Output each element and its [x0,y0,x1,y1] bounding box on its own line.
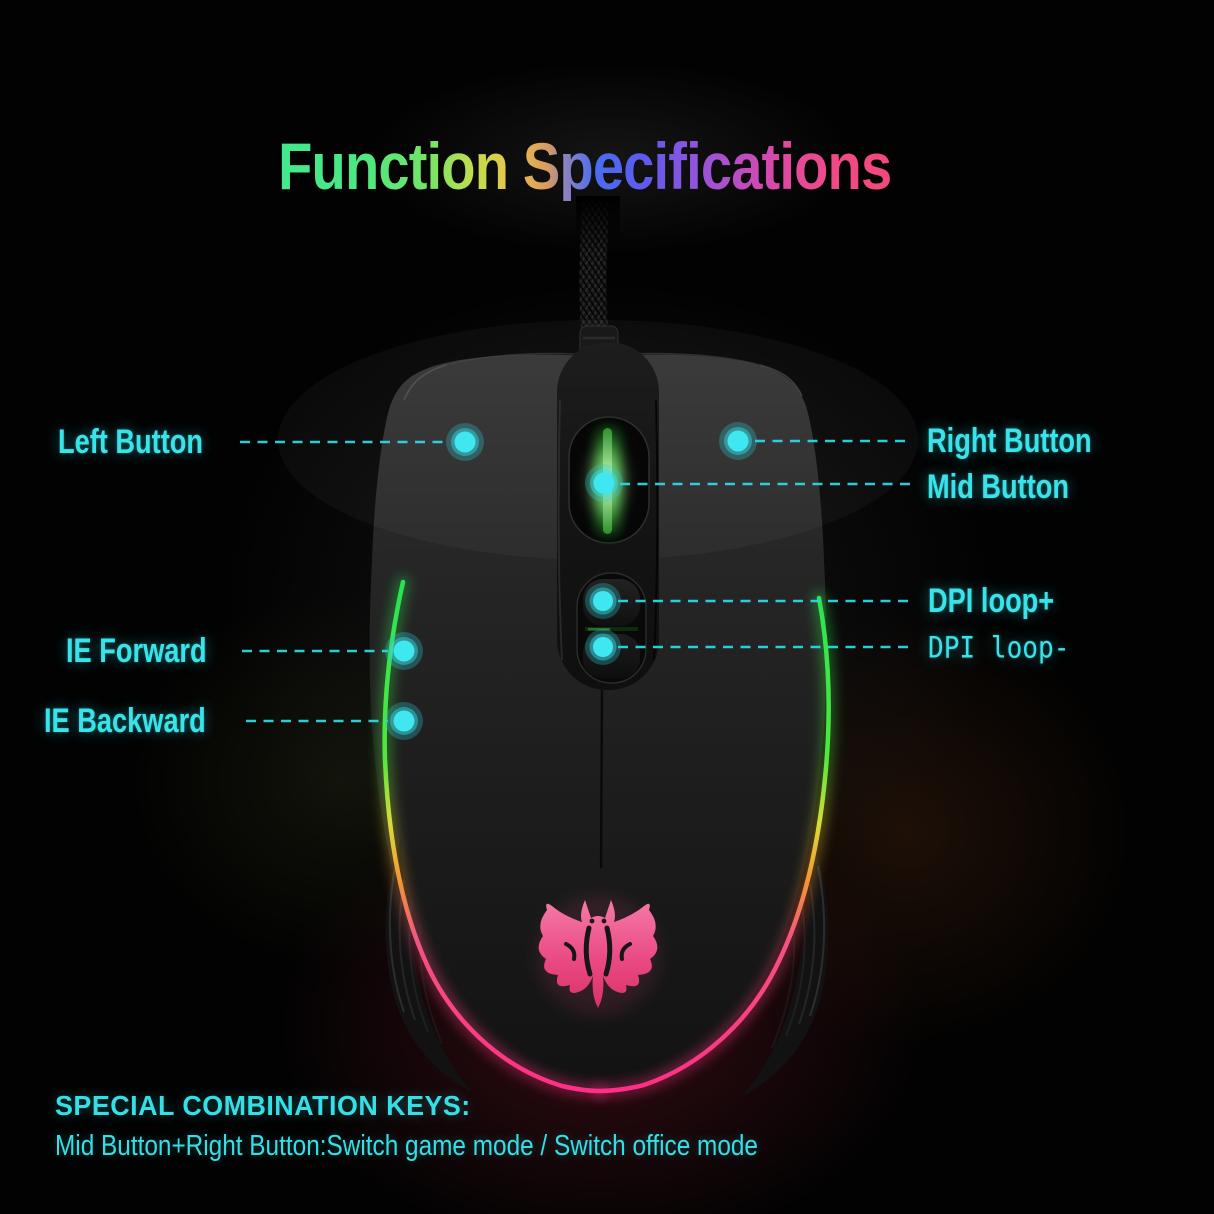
footer-body: Mid Button+Right Button:Switch game mode… [55,1130,758,1162]
callout-dot-ie-forward [385,632,423,670]
callout-dots [385,422,757,740]
label-right-button: Right Button [927,422,1092,460]
label-mid-button: Mid Button [927,468,1069,506]
callout-dot-left-button [446,423,484,461]
callout-dot-ie-backward [385,702,423,740]
page-title: Function Specifications [278,129,892,203]
rgb-light-strip-left [378,575,607,1098]
callout-lines [240,439,912,723]
label-dpi-plus: DPI loop+ [928,582,1055,620]
callout-dot-dpi-minus [585,629,621,665]
callout-dot-right-button [719,422,757,460]
button-seam-line [599,689,604,869]
bat-logo [536,895,660,1015]
label-ie-backward: IE Backward [44,702,206,740]
footer-heading: SPECIAL COMBINATION KEYS: [55,1090,471,1121]
label-left-button: Left Button [58,423,204,461]
label-ie-forward: IE Forward [66,632,207,670]
label-dpi-minus: DPI loop- [928,630,1070,665]
page-title-wrap: Function Specifications [0,129,1192,203]
mouse-body [369,352,827,1090]
callout-dot-mid-button [585,464,623,502]
callout-dot-dpi-plus [585,583,621,619]
rgb-light-strip-right [593,591,836,1098]
